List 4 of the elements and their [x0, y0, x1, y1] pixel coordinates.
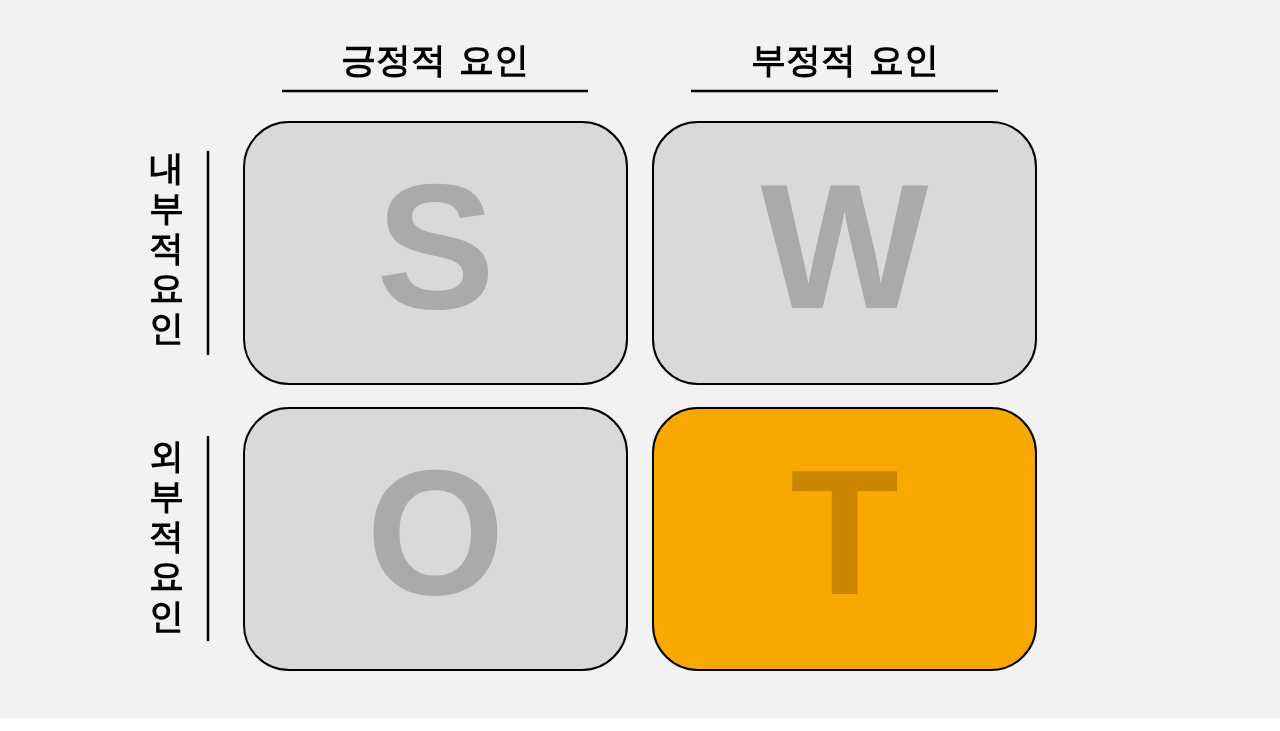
row-heading: 내부적 요인 — [147, 148, 185, 348]
column-heading: 부정적 요인 — [751, 40, 939, 81]
row-heading: 외부적 요인 — [147, 436, 185, 636]
column-heading: 긍정적 요인 — [341, 40, 529, 81]
